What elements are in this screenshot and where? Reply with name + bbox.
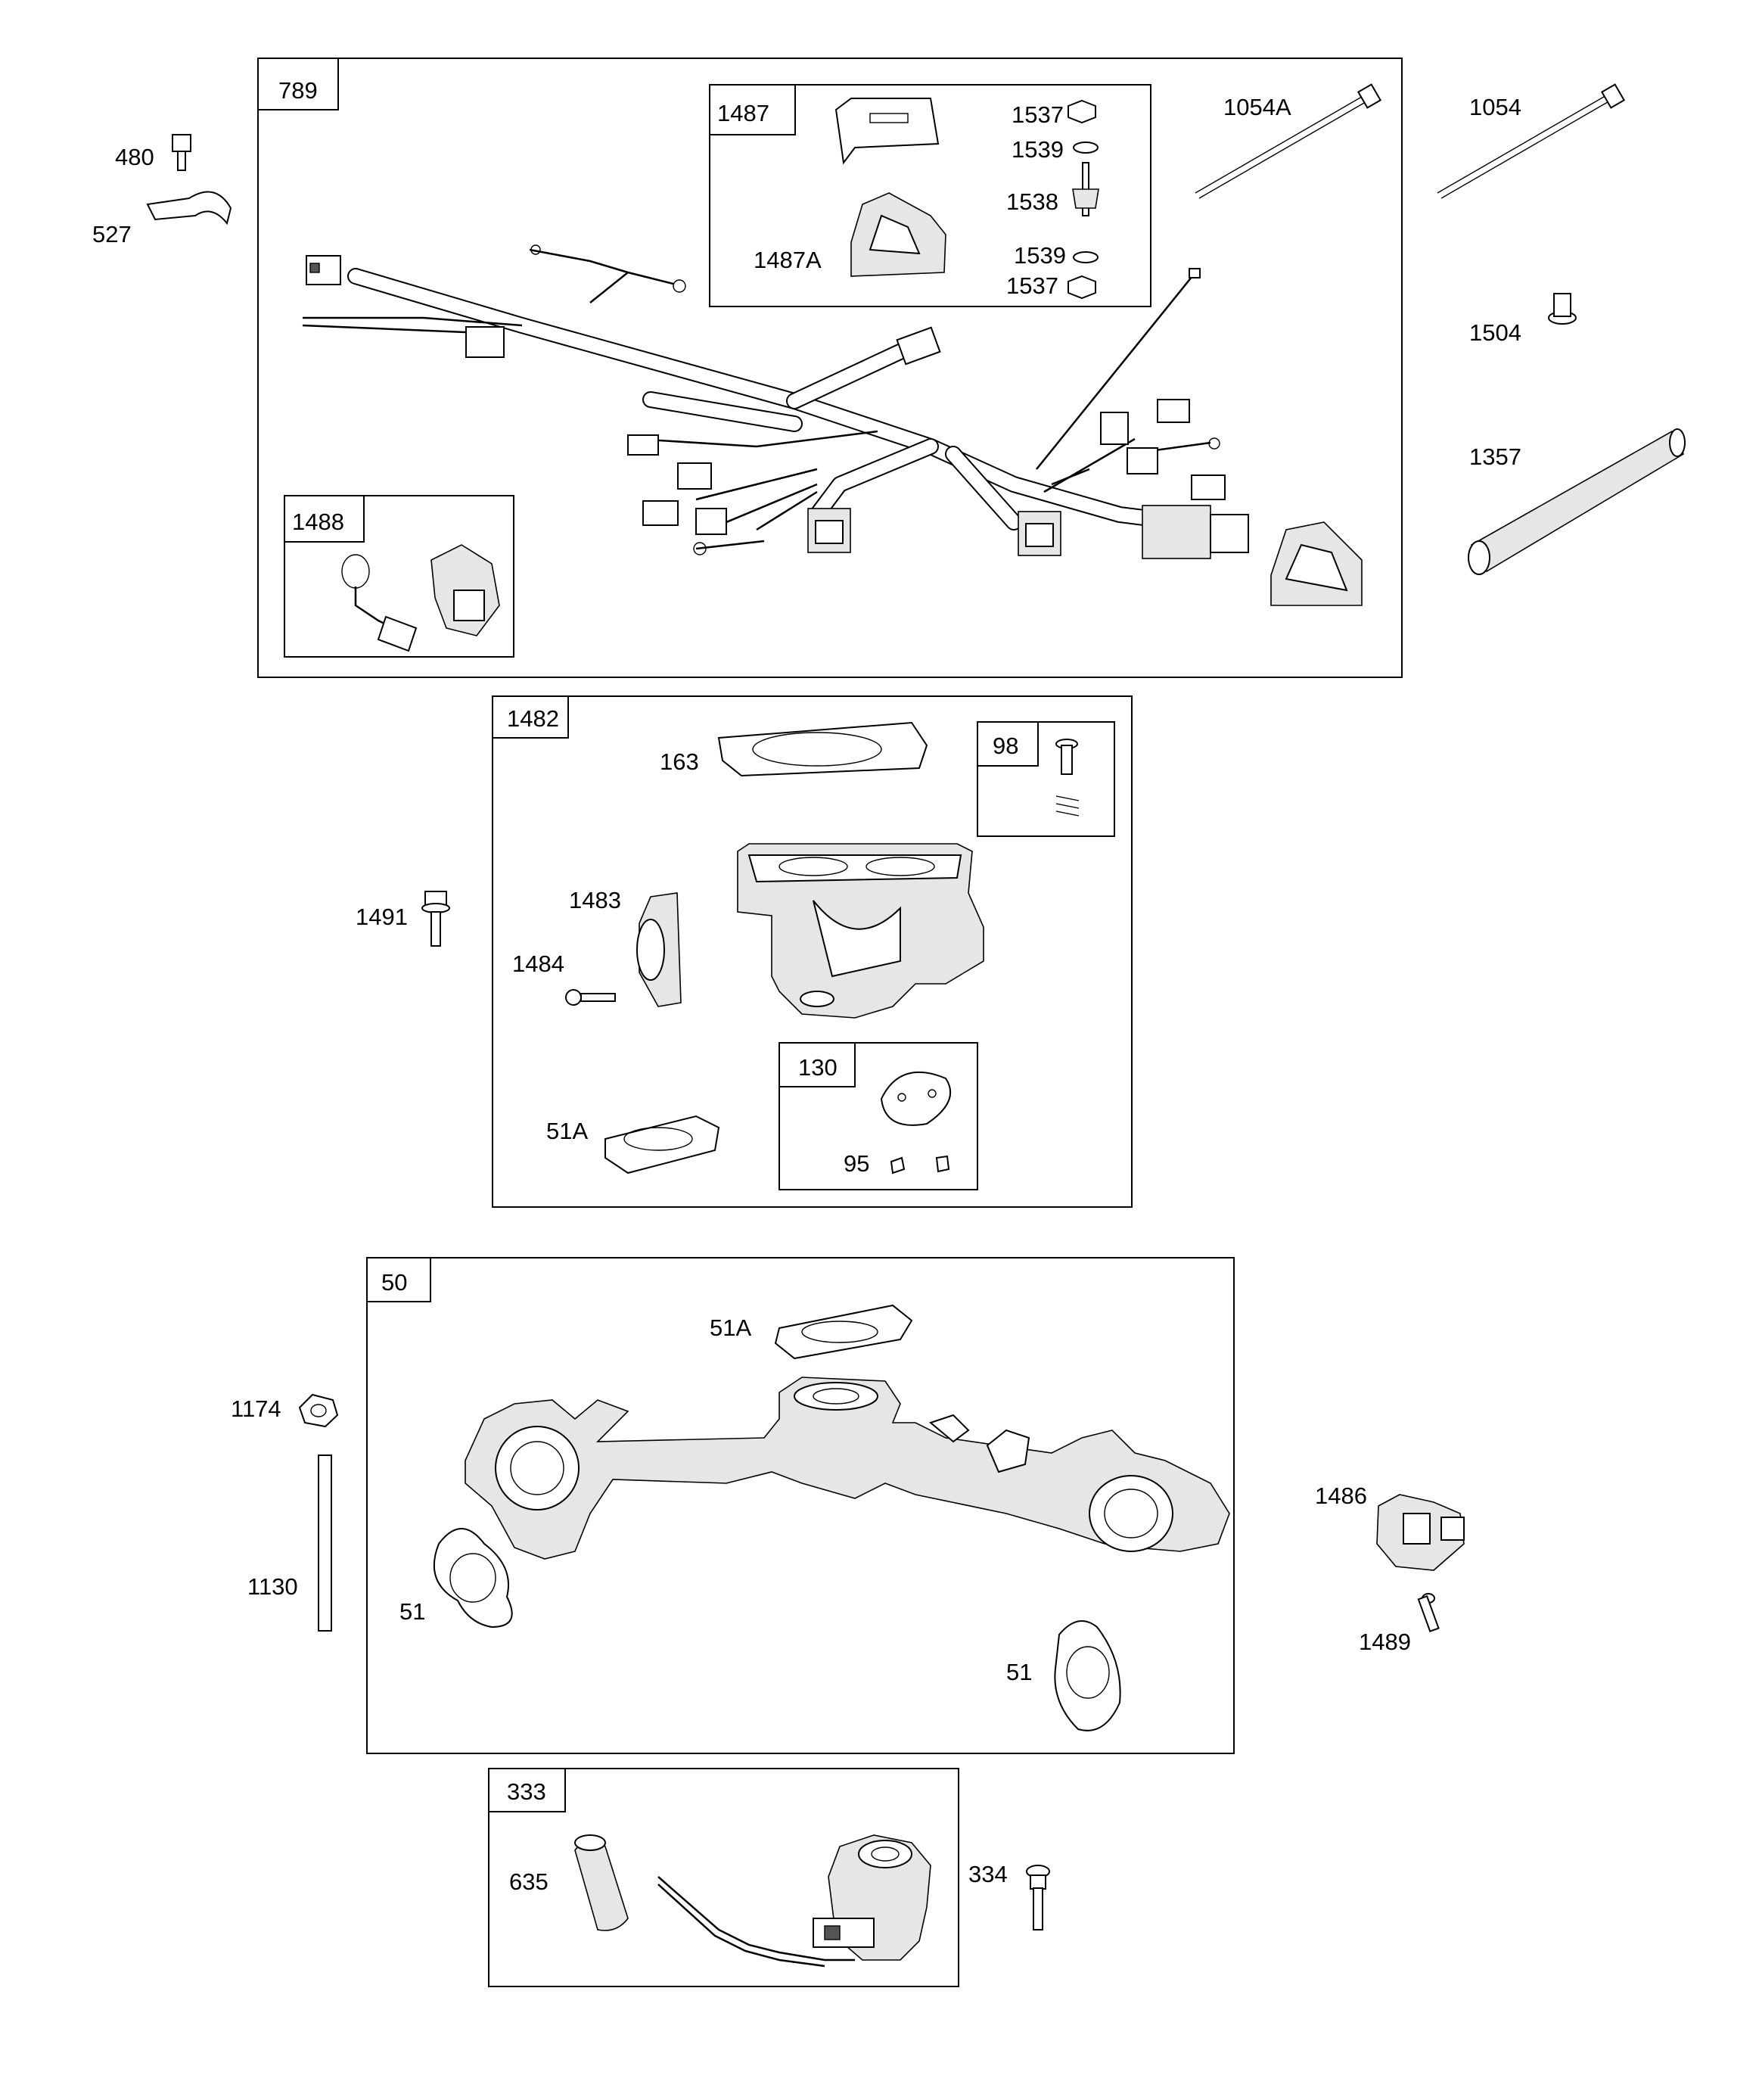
callout-51A-throttle: 51A bbox=[546, 1118, 588, 1144]
box-label-98: 98 bbox=[993, 733, 1018, 759]
callout-1130: 1130 bbox=[247, 1573, 298, 1600]
callout-1489: 1489 bbox=[1359, 1629, 1411, 1655]
callout-480: 480 bbox=[115, 144, 154, 170]
callout-1539-top: 1539 bbox=[1012, 136, 1064, 163]
intake-manifold-illustration bbox=[433, 1304, 1230, 1731]
callout-1483: 1483 bbox=[569, 887, 621, 913]
box-1488: 1488 bbox=[284, 495, 514, 658]
box-label-333: 333 bbox=[507, 1778, 546, 1805]
box-label-1488: 1488 bbox=[292, 509, 344, 535]
wiring-harness-illustration bbox=[302, 244, 1363, 606]
callout-1487A: 1487A bbox=[754, 247, 822, 273]
box-50: 50 bbox=[366, 1257, 1235, 1754]
box-label-1482: 1482 bbox=[507, 705, 559, 732]
callout-1491: 1491 bbox=[356, 904, 408, 930]
throttle-body-illustration bbox=[565, 721, 1080, 1174]
callout-95: 95 bbox=[844, 1150, 869, 1177]
box-789: 789 bbox=[257, 58, 1403, 678]
box-1482: 1482 bbox=[492, 695, 1133, 1208]
box-label-789: 789 bbox=[278, 77, 318, 104]
screw-334 bbox=[1026, 1865, 1050, 1930]
callout-1054A: 1054A bbox=[1223, 94, 1291, 120]
cable-ties-and-fasteners bbox=[146, 83, 1686, 575]
plug-1488-illustration bbox=[341, 544, 500, 652]
callout-51-right: 51 bbox=[1006, 1659, 1032, 1685]
box-label-130: 130 bbox=[798, 1054, 838, 1081]
callout-51A-manifold: 51A bbox=[710, 1314, 751, 1341]
callout-labels: 480 527 1054A 1054 1504 1357 1537 1539 1… bbox=[92, 94, 1521, 1895]
callout-1539-bottom: 1539 bbox=[1014, 242, 1066, 269]
callout-1357: 1357 bbox=[1469, 443, 1521, 470]
callout-1537-bottom: 1537 bbox=[1006, 272, 1058, 299]
callout-163: 163 bbox=[660, 748, 699, 775]
box-1487: 1487 bbox=[709, 84, 1151, 307]
callout-1504: 1504 bbox=[1469, 319, 1521, 346]
sensor-1486-and-screw-1489 bbox=[1376, 1494, 1465, 1632]
bolt-1491 bbox=[421, 891, 450, 947]
box-98: 98 bbox=[977, 721, 1115, 837]
callout-635: 635 bbox=[509, 1868, 549, 1895]
box-label-50: 50 bbox=[381, 1269, 407, 1296]
callout-527: 527 bbox=[92, 221, 132, 247]
bracket-1487-illustration bbox=[834, 98, 1099, 300]
nut-and-stud bbox=[298, 1393, 339, 1632]
callout-1486: 1486 bbox=[1315, 1482, 1367, 1509]
callout-1054: 1054 bbox=[1469, 94, 1521, 120]
sensor-333-illustration bbox=[574, 1834, 931, 1968]
callout-1538: 1538 bbox=[1006, 188, 1058, 215]
box-130: 130 bbox=[778, 1042, 978, 1190]
callout-51-left: 51 bbox=[399, 1598, 425, 1625]
box-label-1487: 1487 bbox=[717, 100, 769, 126]
box-333: 333 bbox=[488, 1768, 959, 1987]
callout-1537-top: 1537 bbox=[1012, 101, 1064, 128]
callout-1484: 1484 bbox=[512, 950, 564, 977]
callout-334: 334 bbox=[968, 1861, 1008, 1887]
callout-1174: 1174 bbox=[231, 1395, 281, 1422]
